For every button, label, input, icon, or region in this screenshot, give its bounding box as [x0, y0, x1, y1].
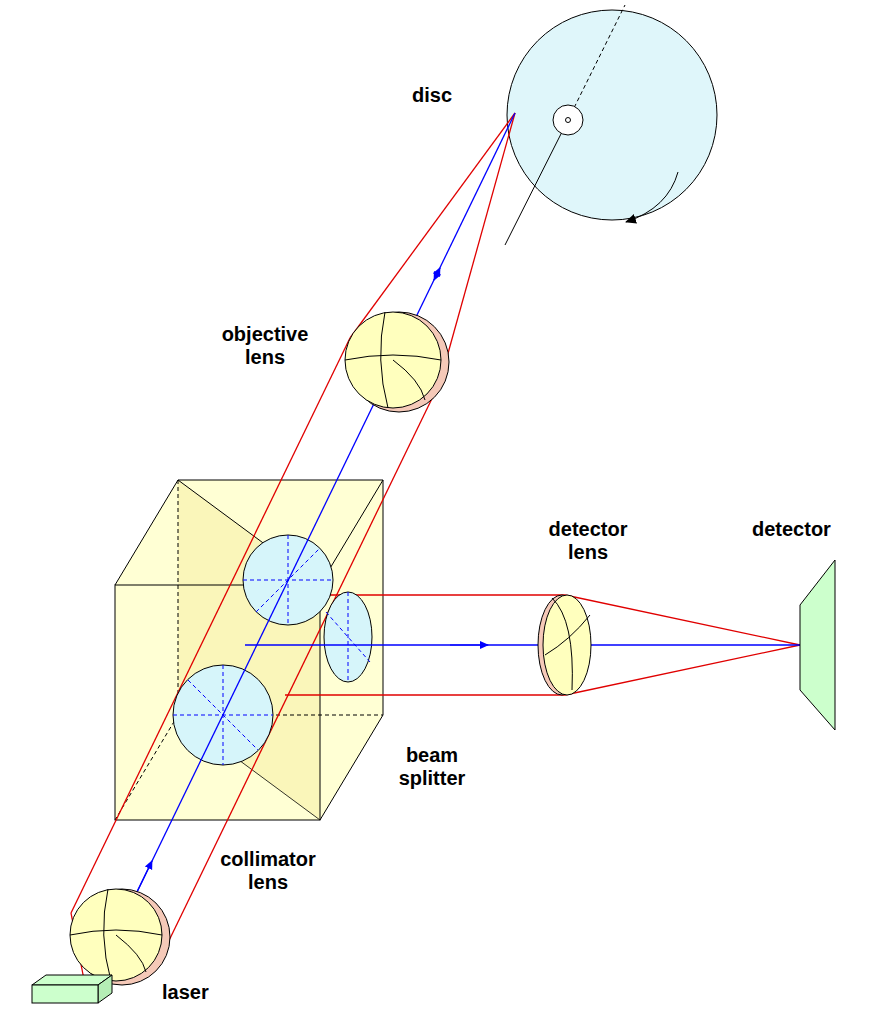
laser-diode: [32, 975, 112, 1003]
part-label: beam splitter: [380, 744, 484, 790]
beam-splitter-cube: [115, 480, 383, 820]
detector-lens: [538, 595, 591, 695]
part-label: laser: [162, 981, 209, 1004]
part-label: detector: [752, 518, 831, 541]
part-label: detector lens: [536, 518, 640, 564]
objective-lens: [345, 312, 449, 412]
beam-envelope: [71, 113, 800, 995]
detector-plate: [800, 560, 835, 730]
part-label: collimator lens: [209, 848, 327, 894]
part-label: disc: [412, 84, 452, 107]
optical-axis: [87, 113, 800, 995]
disc: [505, 5, 717, 245]
beam-cross-sections: [173, 535, 372, 765]
collimator-lens: [70, 889, 170, 985]
part-label: objective lens: [209, 323, 321, 369]
